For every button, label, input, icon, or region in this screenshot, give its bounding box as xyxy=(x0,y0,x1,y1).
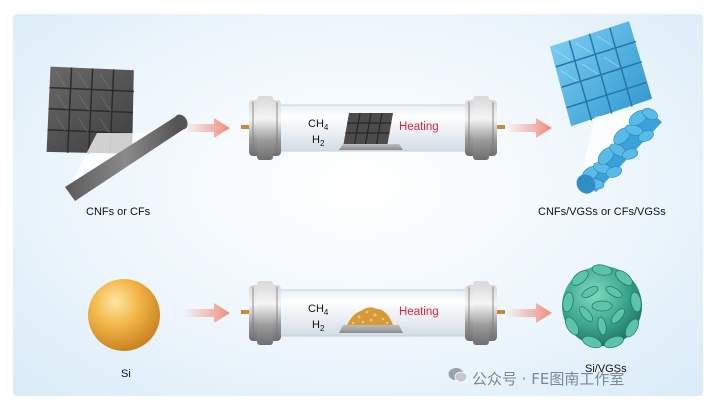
carbon-fiber-cloth-icon xyxy=(46,66,188,201)
cvd-reactor-tube xyxy=(241,281,505,345)
heating-label-1: Heating xyxy=(399,121,439,133)
gas-ch4-label: CH4 xyxy=(308,303,329,318)
arrow-right-icon xyxy=(184,118,230,138)
wechat-icon xyxy=(448,368,468,383)
arrow-right-icon xyxy=(184,303,230,323)
vgs-coated-fiber-icon xyxy=(549,21,662,194)
gas-ch4-label: CH4 xyxy=(308,118,329,133)
label-si: Si xyxy=(121,368,131,380)
watermark-text: 公众号 · FE图南工作室 xyxy=(472,370,625,388)
gas-h2-label: H2 xyxy=(312,319,325,334)
arrow-right-icon xyxy=(506,118,552,138)
si-sphere-icon xyxy=(88,279,160,351)
label-cnfs-vgss: CNFs/VGSs or CFs/VGSs xyxy=(538,206,666,218)
gas-h2-label: H2 xyxy=(312,134,325,149)
heating-label-2: Heating xyxy=(399,306,439,318)
arrow-right-icon xyxy=(506,303,552,323)
label-cnfs: CNFs or CFs xyxy=(86,206,151,218)
label-si-vgss: Si/VGSs xyxy=(585,363,627,375)
cvd-reactor-tube xyxy=(241,96,505,160)
si-vgs-composite-icon xyxy=(562,264,642,349)
